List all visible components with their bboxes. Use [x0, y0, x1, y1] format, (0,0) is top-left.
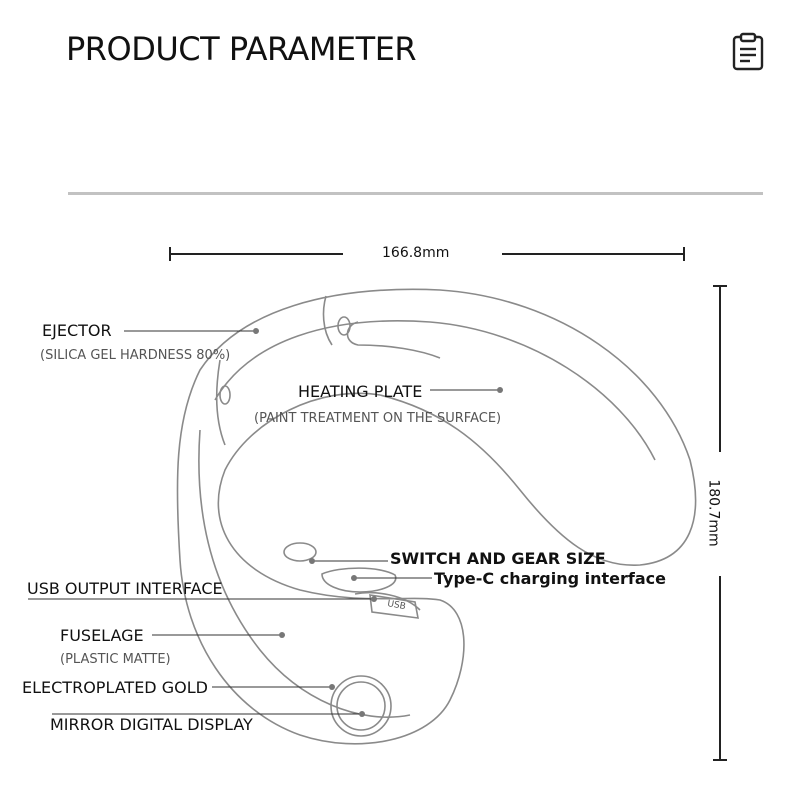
type-c-dot: [351, 575, 357, 581]
fuselage-note: (PLASTIC MATTE): [60, 652, 171, 667]
width-dimension-label: 166.8mm: [382, 245, 450, 261]
device-usb-marking: USB: [386, 599, 406, 612]
height-dimension-label: 180.7mm: [705, 479, 722, 547]
ejector-note: (SILICA GEL HARDNESS 80%): [40, 348, 231, 363]
width-dimension-line: [169, 247, 685, 261]
usb-output-label: USB OUTPUT INTERFACE: [27, 579, 223, 598]
heating-plate-dot: [497, 387, 503, 393]
switch-label: SWITCH AND GEAR SIZE: [390, 549, 606, 568]
electroplated-dot: [329, 684, 335, 690]
electroplated-label: ELECTROPLATED GOLD: [22, 678, 208, 697]
ejector-dot: [253, 328, 259, 334]
neck-fan-outline: [176, 288, 697, 745]
heating-plate-note: (PAINT TREATMENT ON THE SURFACE): [254, 411, 502, 426]
fuselage-label: FUSELAGE: [60, 626, 144, 645]
heating-plate-label: HEATING PLATE: [298, 382, 423, 401]
switch-dot: [309, 558, 315, 564]
usb-output-dot: [371, 596, 377, 602]
header-divider: [68, 192, 763, 195]
clipboard-icon: [732, 32, 764, 71]
ejector-label: EJECTOR: [42, 321, 112, 340]
mirror-display-dial: [330, 675, 392, 737]
type-c-label: Type-C charging interface: [434, 569, 666, 588]
mirror-display-label: MIRROR DIGITAL DISPLAY: [50, 715, 253, 734]
mirror-display-dot: [359, 711, 365, 717]
fuselage-dot: [279, 632, 285, 638]
height-dimension-line: [713, 285, 727, 761]
page-title: PRODUCT PARAMETER: [66, 30, 417, 68]
